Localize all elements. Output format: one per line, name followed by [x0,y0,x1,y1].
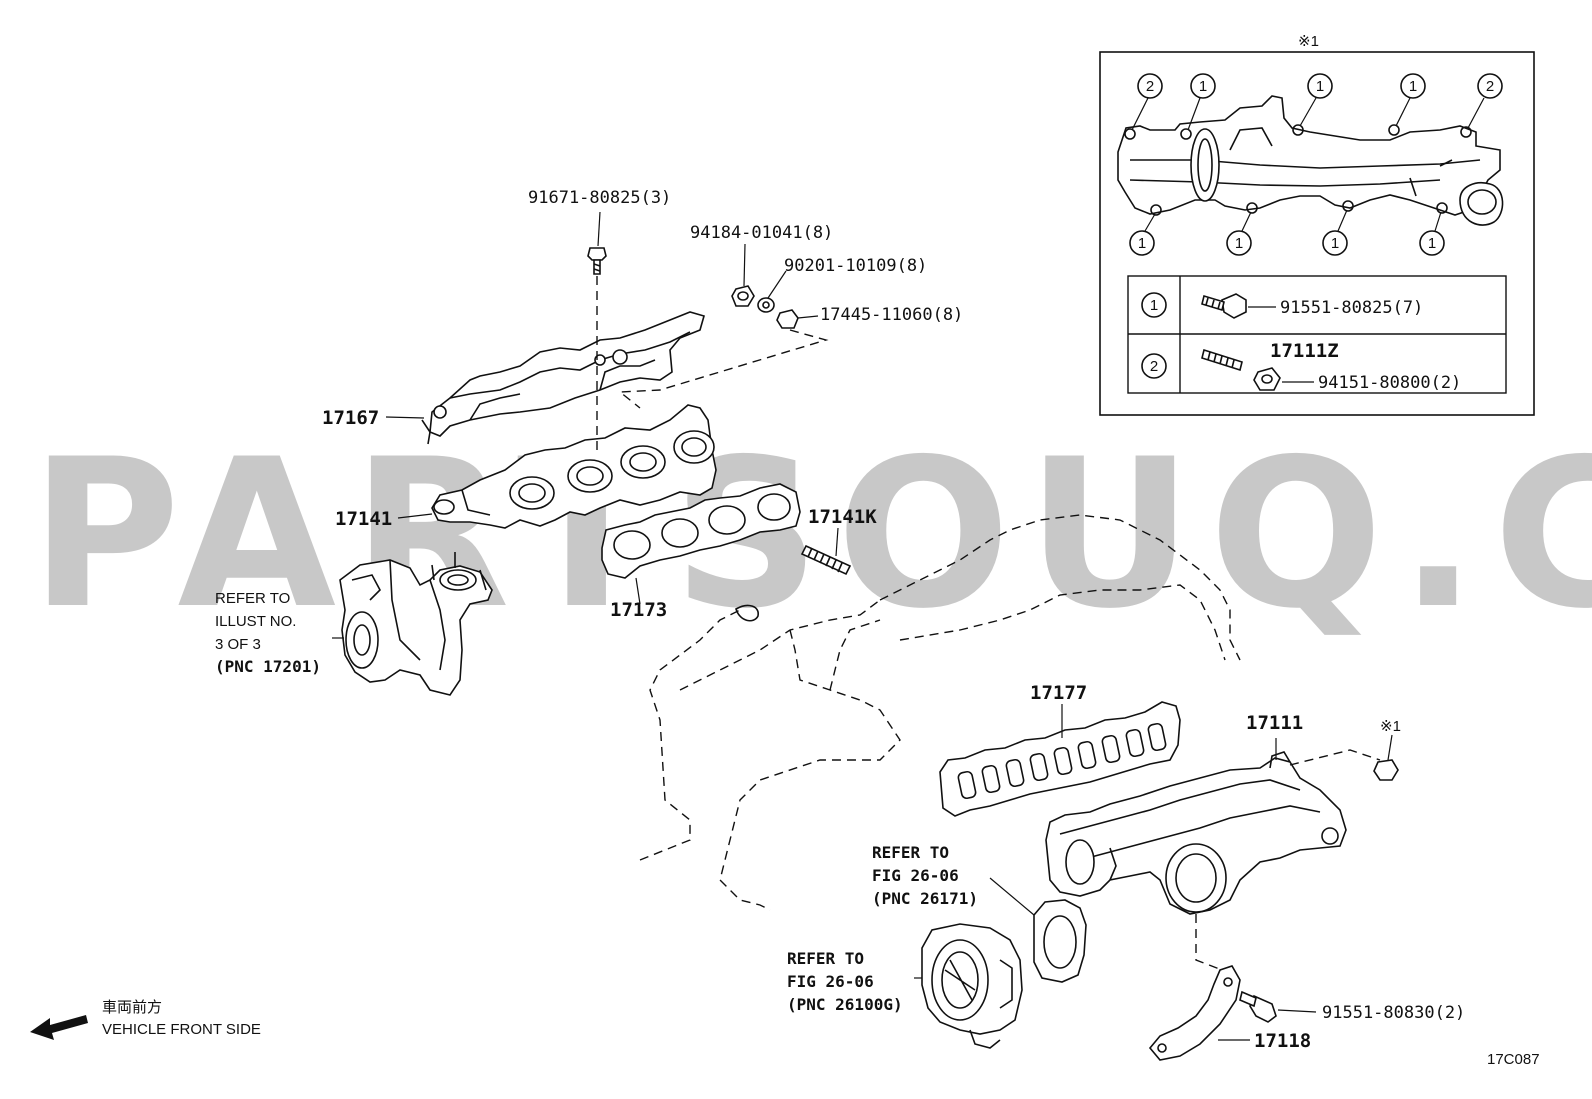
vehicle-front-indicator: 車両前方 VEHICLE FRONT SIDE [30,999,261,1040]
label-17167: 17167 [322,407,379,429]
nut-94184[interactable] [731,285,755,307]
svg-text:1: 1 [1138,235,1146,252]
throttle-body-26100g[interactable] [921,923,1023,1049]
inset-detail: ※1 2 1 1 1 [1099,33,1535,416]
nut-mark-1[interactable] [1373,759,1399,781]
inset-mark: ※1 [1298,33,1319,50]
washer-90201[interactable] [757,297,775,313]
inset-legend-table: 1 91551-80825(7) 2 17111Z 94151-80800(2) [1127,275,1507,394]
svg-text:FIG 26-06: FIG 26-06 [872,866,959,885]
turbocharger[interactable] [339,552,493,696]
stud-17111z [1201,348,1243,372]
ref-turbo: REFER TO ILLUST NO. 3 OF 3 (PNC 17201) [215,590,321,676]
svg-text:ILLUST NO.: ILLUST NO. [215,613,296,630]
svg-text:車両前方: 車両前方 [102,999,162,1016]
arrow-left-icon [30,1015,88,1040]
throttle-gasket-26171[interactable] [1033,899,1087,983]
bolt-91551-80825 [1201,293,1247,319]
label-17118: 17118 [1254,1030,1311,1052]
svg-text:2: 2 [1150,358,1158,375]
leader-lines [332,211,1393,1041]
exhaust-manifold-17141[interactable] [431,404,717,529]
svg-text:(PNC 17201): (PNC 17201) [215,657,321,676]
svg-text:3 OF 3: 3 OF 3 [215,636,261,653]
label-94184-01041: 94184-01041(8) [690,223,833,243]
label-mark-1: ※1 [1380,718,1401,735]
exhaust-gasket-17173[interactable] [601,483,801,579]
svg-text:VEHICLE FRONT SIDE: VEHICLE FRONT SIDE [102,1021,261,1038]
label-17111z: 17111Z [1270,340,1339,362]
svg-text:1: 1 [1316,78,1324,95]
inset-callouts-top: 2 1 1 1 2 [1131,73,1503,131]
label-91671-80825: 91671-80825(3) [528,188,671,208]
svg-text:REFER TO: REFER TO [872,843,949,862]
label-91551-80830: 91551-80830(2) [1322,1003,1465,1023]
svg-text:REFER TO: REFER TO [787,949,864,968]
svg-text:1: 1 [1428,235,1436,252]
svg-text:2: 2 [1146,78,1154,95]
svg-text:1: 1 [1150,297,1158,314]
label-17141: 17141 [335,508,392,530]
nut-94151-80800 [1253,367,1281,391]
svg-text:1: 1 [1199,78,1207,95]
svg-text:(PNC 26100G): (PNC 26100G) [787,995,903,1014]
label-90201-10109: 90201-10109(8) [784,256,927,276]
label-17111: 17111 [1246,712,1303,734]
stay-17118[interactable] [1148,965,1241,1061]
label-17173: 17173 [610,599,667,621]
label-17177: 17177 [1030,682,1087,704]
svg-text:1: 1 [1409,78,1417,95]
bolt-91671[interactable] [587,247,607,275]
watermark: PARTSOUQ.COM [30,416,1592,654]
intake-manifold-17111[interactable] [1045,751,1347,915]
label-17445-11060: 17445-11060(8) [820,305,963,325]
inset-callouts-bottom: 1 1 1 1 [1129,209,1445,256]
svg-text:FIG 26-06: FIG 26-06 [787,972,874,991]
bolt-91551-80830[interactable] [1239,990,1277,1023]
nut-17445[interactable] [776,309,799,329]
svg-text:REFER TO: REFER TO [215,590,290,607]
diagram-code: 17C087 [1487,1051,1540,1068]
svg-text:(PNC 26171): (PNC 26171) [872,889,978,908]
ref-throttle-26100g: REFER TO FIG 26-06 (PNC 26100G) [787,949,903,1014]
intake-gasket-17177[interactable] [939,701,1181,817]
label-94151-80800: 94151-80800(2) [1318,373,1461,393]
svg-text:1: 1 [1331,235,1339,252]
engine-outline [639,514,1241,911]
label-17141k: 17141K [808,506,877,528]
ref-gasket-26171: REFER TO FIG 26-06 (PNC 26171) [872,843,978,908]
stud-17141k[interactable] [800,544,852,576]
svg-text:2: 2 [1486,78,1494,95]
label-91551-80825: 91551-80825(7) [1280,298,1423,318]
svg-text:1: 1 [1235,235,1243,252]
heat-insulator-17167[interactable] [421,311,705,445]
